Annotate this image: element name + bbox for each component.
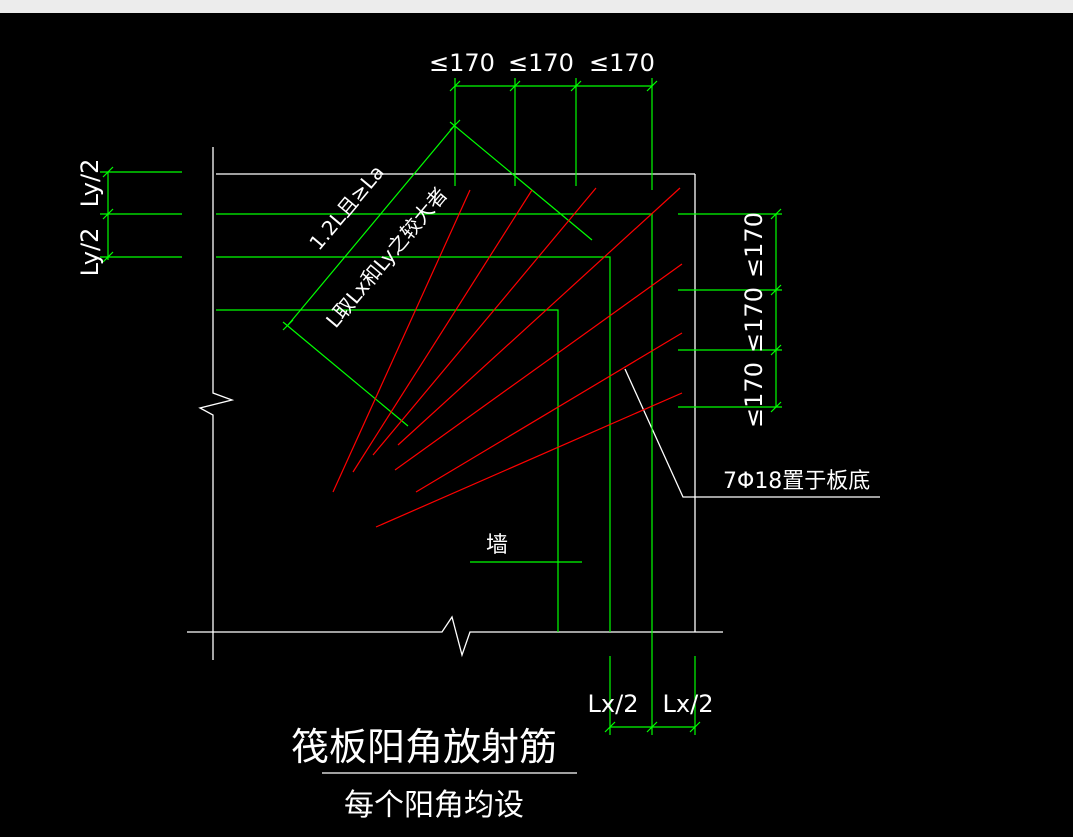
text-layer: ≤170 ≤170 ≤170 ≤170 ≤170 ≤170 Ly/2 Ly/2 … — [76, 49, 870, 823]
tick — [449, 80, 461, 92]
window-top-bar — [0, 0, 1073, 13]
bottom-dim-2: Lx/2 — [663, 690, 714, 718]
diag-ext-1 — [449, 121, 593, 241]
tick — [770, 344, 782, 356]
radial-rebars — [332, 187, 683, 528]
right-dim-1: ≤170 — [740, 212, 768, 278]
right-dim-3: ≤170 — [740, 362, 768, 428]
tick — [646, 80, 658, 92]
green-geometry — [100, 78, 782, 735]
drawing-svg: ≤170 ≤170 ≤170 ≤170 ≤170 ≤170 Ly/2 Ly/2 … — [76, 49, 880, 823]
rebar-leader-line — [624, 368, 880, 498]
left-break-line — [198, 147, 235, 660]
rebar-3 — [372, 187, 597, 456]
tick — [102, 166, 114, 178]
cad-canvas: ≤170 ≤170 ≤170 ≤170 ≤170 ≤170 Ly/2 Ly/2 … — [0, 13, 1073, 833]
l-line-3 — [216, 309, 559, 632]
tick — [449, 119, 461, 131]
tick — [689, 721, 701, 733]
right-dim-2: ≤170 — [740, 287, 768, 353]
tick — [282, 319, 294, 331]
diag-dim-line — [287, 124, 456, 326]
slab-outline — [187, 147, 880, 774]
rebar-5 — [415, 332, 683, 493]
bottom-break-line — [187, 615, 723, 658]
rebar-label: 7Φ18置于板底 — [723, 469, 870, 494]
left-dim-1: Ly/2 — [76, 159, 104, 208]
top-dim-2: ≤170 — [508, 49, 574, 77]
top-dim-1: ≤170 — [429, 49, 495, 77]
l-line-2 — [216, 256, 611, 632]
tick — [604, 721, 616, 733]
tick — [770, 401, 782, 413]
diag-ext-2 — [282, 321, 409, 427]
drawing-title: 筏板阳角放射筋 — [291, 725, 557, 769]
tick — [570, 80, 582, 92]
rebar-2 — [352, 189, 533, 473]
rebar-6 — [394, 263, 683, 471]
tick — [102, 251, 114, 263]
drawing-subtitle: 每个阳角均设 — [344, 788, 524, 823]
bottom-dim-1: Lx/2 — [588, 690, 639, 718]
tick — [646, 721, 658, 733]
rebar-7 — [375, 392, 683, 528]
tick — [770, 208, 782, 220]
rebar-1 — [332, 189, 471, 493]
left-dim-2: Ly/2 — [76, 228, 104, 277]
wall-label: 墙 — [486, 533, 508, 558]
tick — [102, 208, 114, 220]
tick — [770, 284, 782, 296]
top-dim-3: ≤170 — [589, 49, 655, 77]
l-line-1 — [216, 213, 653, 632]
tick — [509, 80, 521, 92]
rebar-4 — [397, 187, 681, 446]
